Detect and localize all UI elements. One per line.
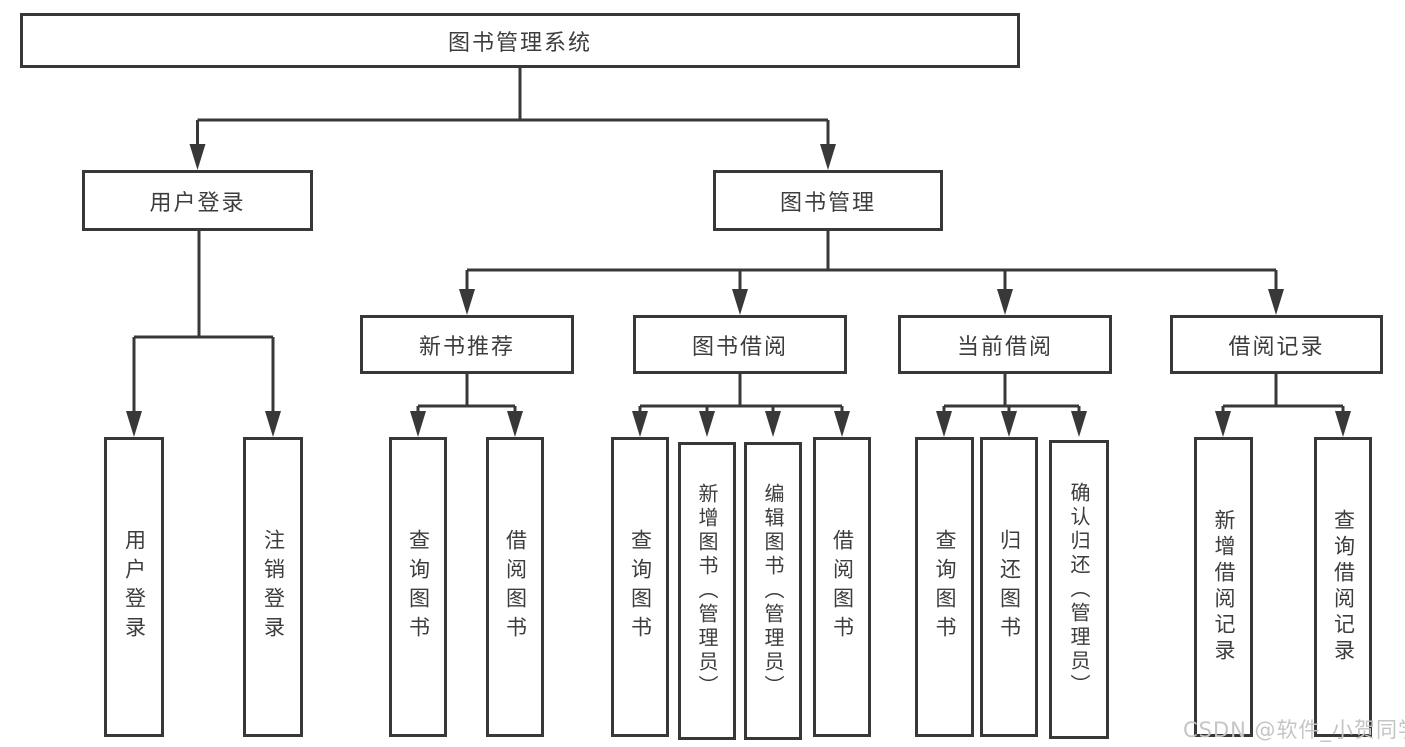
node-book-management-label: 图书管理 [779,190,876,216]
leaf-borrowing-query-books: 查询图书 [611,437,669,737]
leaf-borrowing-edit-books-admin-label: 编辑图书（管理员） [761,483,785,699]
csdn-watermark: CSDN @软件_小贺同学 [1183,718,1405,742]
node-borrowing-records-label: 借阅记录 [1228,334,1325,360]
leaf-newbooks-query-books: 查询图书 [389,437,447,737]
leaf-borrowing-borrow-books-label: 借阅图书 [830,529,855,645]
leaf-newbooks-borrow-books-label: 借阅图书 [503,529,528,645]
leaf-current-return-books: 归还图书 [980,437,1038,737]
node-borrowing-records: 借阅记录 [1170,315,1383,374]
node-user-login-branch-label: 用户登录 [149,190,246,216]
leaf-records-add-record: 新增借阅记录 [1194,437,1253,737]
node-new-book-recommendation-label: 新书推荐 [418,334,515,360]
leaf-user-login: 用户登录 [104,437,164,737]
leaf-current-return-books-label: 归还图书 [997,529,1022,645]
leaf-current-confirm-return-admin-label: 确认归还（管理员） [1067,481,1091,698]
leaf-borrowing-query-books-label: 查询图书 [628,529,653,645]
leaf-borrowing-add-books-admin-label: 新增图书（管理员） [695,483,719,699]
leaf-logout: 注销登录 [243,437,303,737]
leaf-current-query-books: 查询图书 [915,437,974,737]
node-book-borrowing: 图书借阅 [633,315,847,374]
leaf-user-login-label: 用户登录 [122,529,147,645]
node-book-management: 图书管理 [713,170,943,231]
leaf-current-confirm-return-admin: 确认归还（管理员） [1049,440,1109,739]
node-current-borrowing: 当前借阅 [898,315,1112,374]
node-new-book-recommendation: 新书推荐 [360,315,574,374]
leaf-borrowing-borrow-books: 借阅图书 [813,437,871,737]
leaf-current-query-books-label: 查询图书 [933,529,957,645]
leaf-borrowing-edit-books-admin: 编辑图书（管理员） [744,442,802,740]
node-root: 图书管理系统 [20,13,1020,68]
node-root-label: 图书管理系统 [447,30,592,56]
leaf-newbooks-borrow-books: 借阅图书 [486,437,544,737]
leaf-logout-label: 注销登录 [261,529,286,645]
node-user-login-branch: 用户登录 [82,170,313,231]
leaf-records-add-record-label: 新增借阅记录 [1212,509,1236,665]
node-book-borrowing-label: 图书借阅 [691,334,788,360]
leaf-newbooks-query-books-label: 查询图书 [406,529,431,645]
leaf-borrowing-add-books-admin: 新增图书（管理员） [678,442,736,740]
node-current-borrowing-label: 当前借阅 [956,334,1053,360]
leaf-records-query-record: 查询借阅记录 [1314,437,1372,737]
leaf-records-query-record-label: 查询借阅记录 [1331,509,1356,665]
